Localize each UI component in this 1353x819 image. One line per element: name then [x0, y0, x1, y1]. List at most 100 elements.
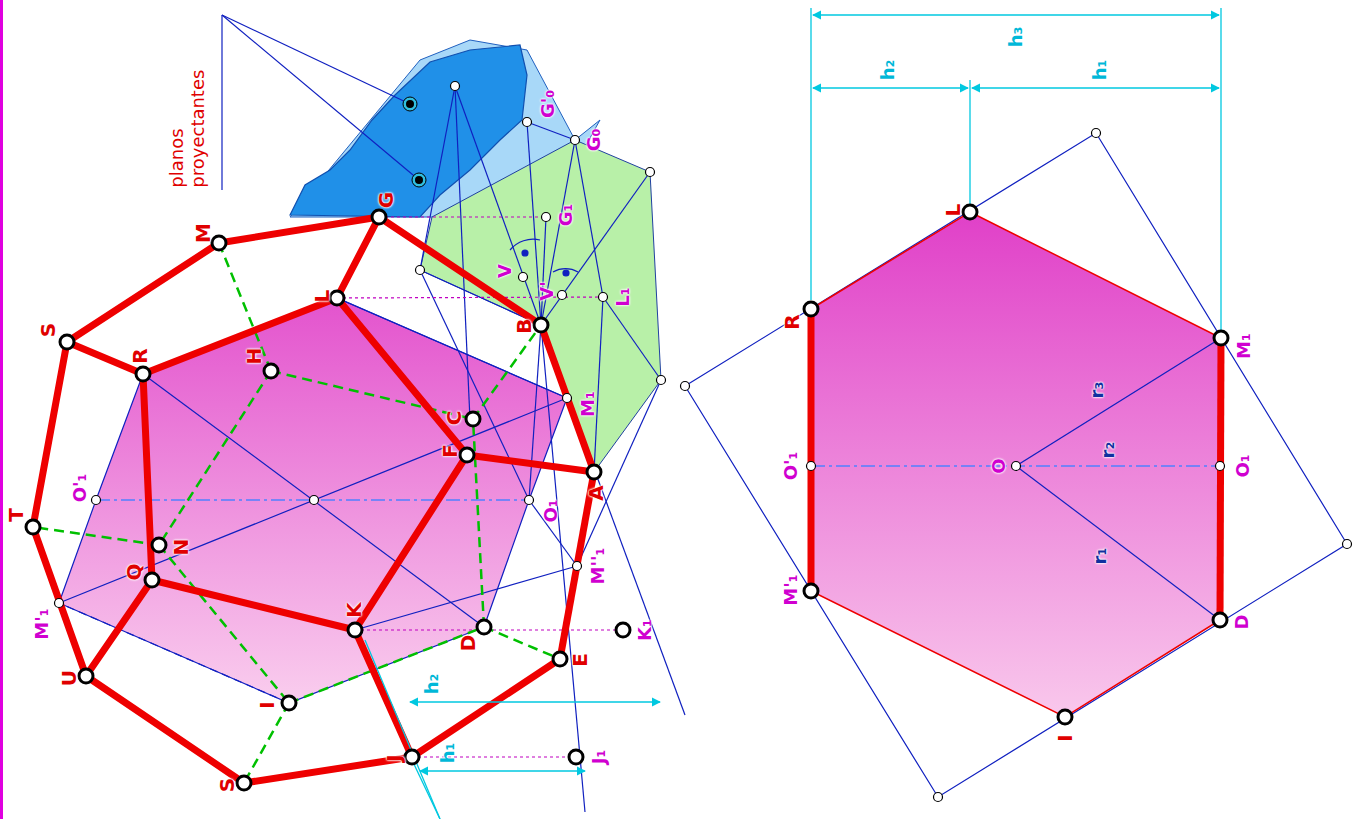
- drawing-part: [159, 371, 271, 545]
- drawing-part: [271, 371, 473, 419]
- drawing-part: [415, 176, 423, 184]
- vertex-point: [466, 412, 480, 426]
- drawing-part: [412, 756, 576, 757]
- construction-point: [519, 273, 528, 282]
- vertex-point: [804, 302, 818, 316]
- point-label: r₂: [1099, 442, 1117, 459]
- construction-point: [1012, 462, 1021, 471]
- point-label: J₁: [590, 750, 608, 765]
- drawing-part: [86, 676, 244, 783]
- point-label: I: [1055, 734, 1075, 741]
- drawing-part: [541, 217, 546, 325]
- vertex-point: [237, 776, 251, 790]
- vertex-point: [26, 520, 40, 534]
- construction-point: [525, 496, 534, 505]
- drawing-part: [219, 217, 379, 243]
- point-label: M''₁: [589, 548, 607, 585]
- drawing-part: [406, 100, 414, 108]
- drawing-part: [33, 527, 86, 676]
- vertex-point: [348, 623, 362, 637]
- vertex-point: [1213, 613, 1227, 627]
- point-label: J: [384, 754, 404, 761]
- drawing-part: [685, 133, 1347, 797]
- vertex-point: [145, 573, 159, 587]
- vertex-point: [616, 623, 630, 637]
- point-label: C: [444, 411, 464, 426]
- vertex-point: [460, 448, 474, 462]
- point-label: O₁: [1234, 454, 1252, 477]
- point-label: O'₁: [782, 452, 800, 481]
- drawing-part: [355, 455, 467, 630]
- drawing-part: [33, 342, 67, 527]
- vertex-point: [282, 696, 296, 710]
- point-label: D: [458, 635, 478, 652]
- point-label: G: [376, 192, 396, 208]
- drawing-part: [473, 419, 484, 627]
- vertex-point: [152, 538, 166, 552]
- construction-point: [558, 291, 567, 300]
- drawing-part: [337, 298, 467, 455]
- construction-point: [571, 136, 580, 145]
- construction-point: [1216, 462, 1225, 471]
- construction-point: [934, 793, 943, 802]
- drawing-part: [972, 87, 1219, 88]
- construction-point: [646, 168, 655, 177]
- drawing-part: [67, 243, 219, 342]
- point-label: M'₁: [33, 608, 51, 639]
- right-angle-marks: [510, 239, 578, 276]
- drawing-part: [337, 298, 567, 398]
- point-label: F: [440, 444, 460, 458]
- hexagon-true-size: [685, 133, 1347, 797]
- point-label: S: [38, 323, 58, 337]
- vertex-point: [405, 750, 419, 764]
- vertex-point: [1214, 331, 1228, 345]
- point-label: V': [538, 281, 556, 300]
- drawing-part: [1016, 338, 1221, 466]
- drawing-part: [33, 527, 159, 545]
- point-label: M₁: [579, 391, 597, 417]
- vertex-point: [1058, 710, 1072, 724]
- construction-point: [1343, 540, 1352, 549]
- construction-point: [451, 82, 460, 91]
- drawing-part: [541, 172, 650, 325]
- point-label: L: [312, 290, 332, 303]
- point-label: E: [570, 653, 590, 667]
- drawing-part: [0, 0, 3, 819]
- drawing-part: [594, 297, 603, 472]
- note-label: planos proyectantes: [167, 48, 208, 188]
- drawing-part: [1016, 466, 1220, 620]
- drawing-part: [969, 80, 970, 205]
- point-label: G₀: [585, 129, 603, 152]
- dimension-lines: [365, 640, 660, 819]
- drawing-part: [577, 380, 661, 566]
- drawing-part: [152, 580, 355, 630]
- drawing-part: [412, 760, 440, 819]
- vertex-point: [534, 318, 548, 332]
- drawing-part: [365, 640, 440, 819]
- construction-lines: [59, 86, 685, 812]
- drawing-part: [59, 298, 567, 703]
- point-label: D: [1233, 615, 1251, 630]
- vertex-point: [136, 367, 150, 381]
- point-label: I: [257, 701, 277, 708]
- drawing-part: [510, 239, 540, 250]
- vertex-point: [477, 620, 491, 634]
- point-label: A: [586, 485, 606, 500]
- point-label: H: [244, 348, 264, 365]
- drawing-part: [813, 14, 1219, 15]
- callout-dots: [403, 97, 426, 187]
- point-label: R: [130, 348, 150, 363]
- drawing-part: [563, 270, 569, 276]
- drawing-part: [403, 97, 417, 111]
- point-label: L: [943, 204, 963, 217]
- point-label: r₃: [1088, 382, 1106, 399]
- drawing-part: [143, 298, 337, 374]
- point-label: B: [514, 318, 534, 333]
- drawing-part: [337, 217, 379, 298]
- vertex-point: [79, 669, 93, 683]
- point-label: V: [496, 264, 514, 278]
- drawing-part: [603, 297, 661, 380]
- drawing-part: [808, 309, 815, 591]
